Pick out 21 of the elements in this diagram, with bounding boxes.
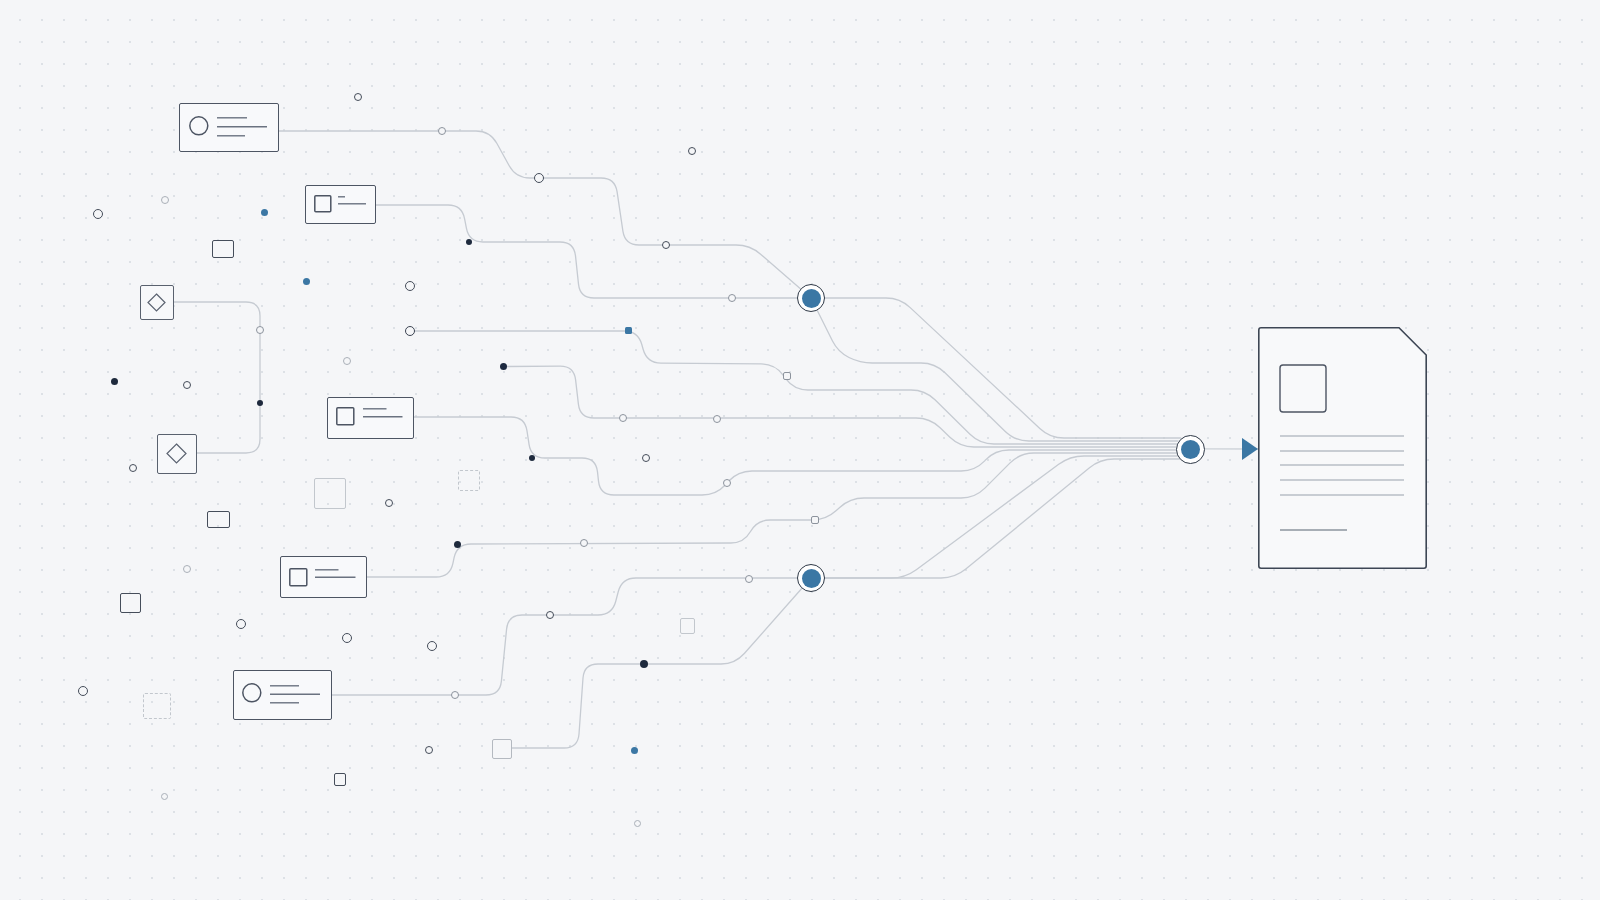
placeholder-card	[327, 397, 414, 439]
connector-line	[331, 577, 798, 696]
endpoint-ring	[405, 326, 415, 336]
connector-line	[375, 204, 798, 299]
placeholder-card	[280, 556, 367, 598]
connector-line	[173, 301, 261, 454]
connector-line	[278, 130, 802, 290]
arrow	[1203, 437, 1259, 460]
placeholder-card	[179, 103, 279, 152]
connector-line	[414, 330, 1178, 445]
connector-line	[511, 587, 803, 749]
icon-tile	[140, 285, 174, 320]
connector-line	[366, 452, 1177, 578]
icon-tile	[157, 434, 197, 474]
connector-line	[506, 365, 1177, 448]
endpoint-square	[492, 739, 512, 759]
connector-line	[413, 416, 1177, 496]
document-sheet	[1258, 327, 1427, 569]
endpoint-dot	[500, 363, 507, 370]
placeholder-card	[233, 670, 332, 720]
placeholder-card	[305, 185, 376, 224]
